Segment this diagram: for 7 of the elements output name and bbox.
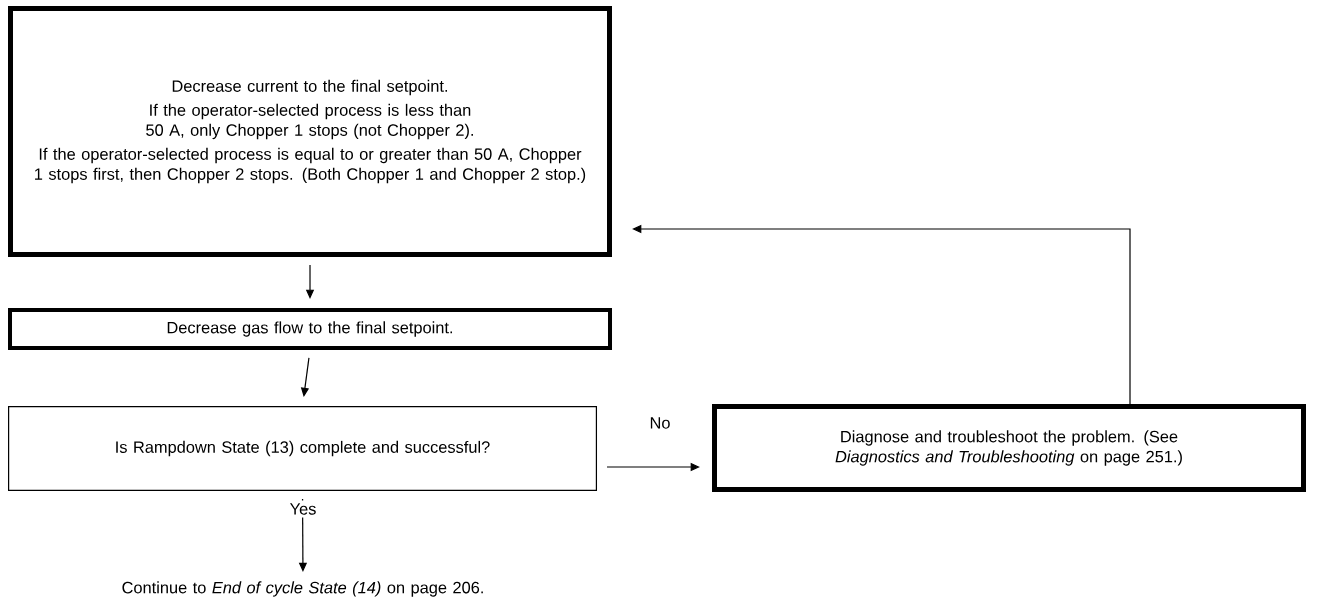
process-box: Diagnose and troubleshoot the problem. (See Diagnostics and Troubleshooting on page 251.) [712,404,1306,492]
process-box: Decrease current to the final setpoint. If the operator-selected process is less than 50 A, only Chopper 1 stops (not Chopper 2). If the operator-selected process is equal to or greater than 50 A, Chopper 1 stops first, then Chopper 2 stops. (Both Chopper 1 and Chopper 2 stop.) [8,6,612,257]
process-box: Decrease gas flow to the final setpoint. [8,308,612,350]
continue-text: Continue to End of cycle State (14) on page 206. [122,581,483,597]
decision-box: Is Rampdown State (13) complete and successful? [8,406,597,491]
edge-label: Yes [286,500,320,518]
edge-label: No [646,414,674,432]
